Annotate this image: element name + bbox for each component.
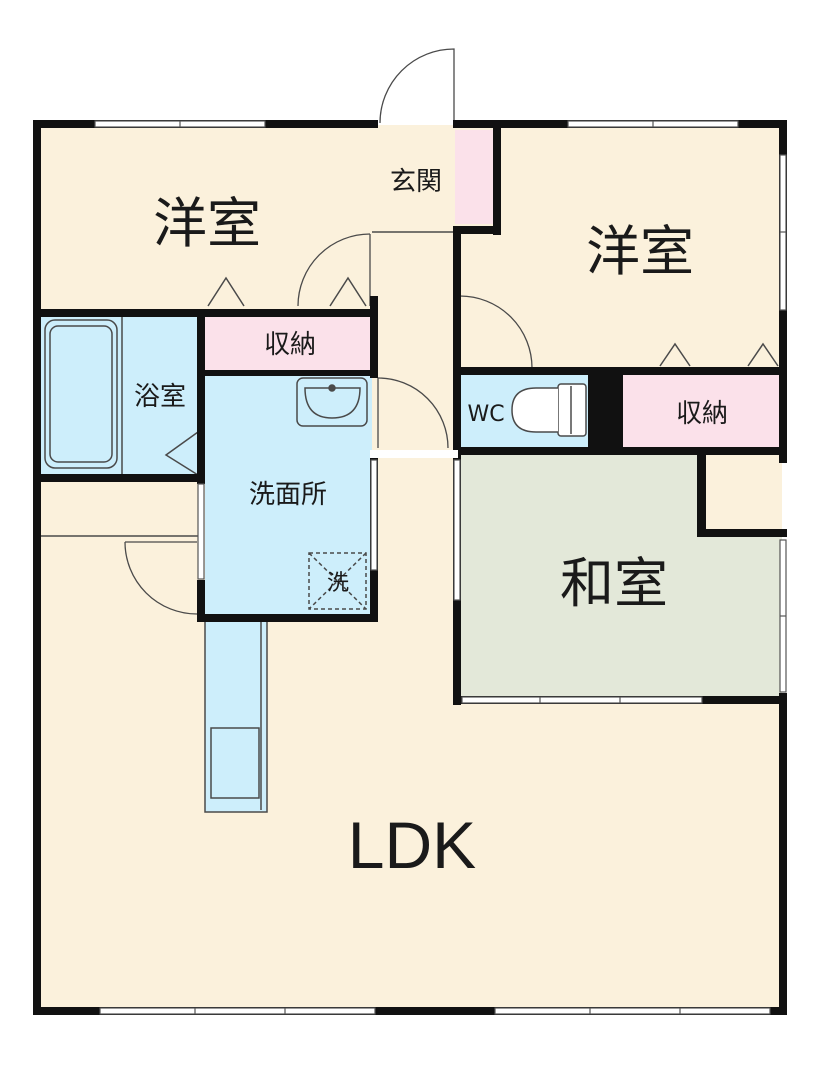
- western-room-left-label: 洋室: [153, 192, 261, 255]
- entrance-label: 玄関: [390, 167, 442, 197]
- washroom-floor: [205, 373, 372, 617]
- windows: [94, 120, 787, 1015]
- room-labels: 洋室 洋室 玄関 収納 収納 浴室 洗面所 洗 WC 和室 LDK: [134, 167, 728, 882]
- washer-spot: [308, 552, 367, 610]
- corridor-floor: [370, 125, 458, 460]
- western-room-left-floor: [38, 125, 372, 313]
- washroom-label: 洗面所: [249, 480, 327, 510]
- toilet-bowl: [511, 387, 558, 433]
- fixtures: [40, 231, 779, 810]
- toilet-label: WC: [467, 402, 504, 427]
- front-door-swing: [379, 48, 455, 124]
- storage-right-floor: [622, 372, 782, 450]
- storage-top-floor: [205, 313, 372, 373]
- washer-label: 洗: [327, 571, 349, 596]
- storage-top-label: 収納: [264, 330, 316, 360]
- bathtub: [44, 319, 118, 469]
- entrance-closet-floor: [455, 130, 493, 224]
- western-room-right-floor: [455, 125, 782, 371]
- japanese-room-label: 和室: [560, 552, 668, 615]
- ldk-label: LDK: [348, 808, 476, 882]
- toilet-tank: [557, 383, 587, 437]
- kitchen-counter: [204, 616, 268, 813]
- storage-right-label: 収納: [676, 399, 728, 429]
- bathtub-inner: [49, 325, 113, 463]
- bathroom-label: 浴室: [134, 382, 186, 412]
- door-swings: [124, 48, 533, 615]
- western-room-right-label: 洋室: [586, 220, 694, 283]
- kitchen-sink: [210, 727, 260, 799]
- wash-basin: [296, 377, 368, 427]
